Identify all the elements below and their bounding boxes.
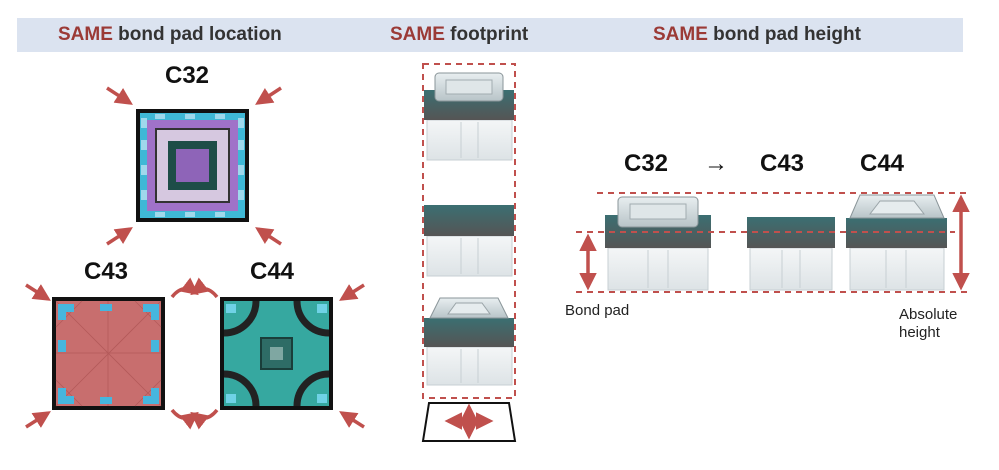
header-footprint: SAME footprint	[390, 24, 528, 46]
chip-label-c32: C32	[165, 62, 210, 89]
header-text: bond pad height	[707, 24, 861, 45]
c32-die-image	[136, 109, 249, 222]
header-keyword: SAME	[58, 24, 113, 45]
header-bond-pad-height: SAME bond pad height	[653, 24, 861, 46]
footprint-package-c43	[424, 205, 514, 277]
header-keyword: SAME	[653, 24, 708, 45]
footprint-package-c32	[424, 72, 514, 161]
height-label-c43: C43	[760, 150, 805, 177]
chip-label-c44: C44	[250, 258, 295, 285]
height-package-c44	[846, 194, 947, 291]
right-arrow-icon: →	[704, 150, 728, 177]
header-bond-pad-location: SAME bond pad location	[58, 24, 282, 46]
c44-die-image	[220, 297, 333, 410]
height-guide-lines	[576, 192, 970, 293]
header-keyword: SAME	[390, 24, 445, 45]
move-arrows-icon	[444, 403, 494, 440]
height-label-c32: C32	[624, 150, 669, 177]
chip-label-c43: C43	[84, 258, 129, 285]
header-text: bond pad location	[112, 24, 282, 45]
c43-die-image	[52, 297, 165, 410]
absolute-height-annotation-line1: Absolute	[899, 306, 958, 323]
header-text: footprint	[444, 24, 529, 45]
footprint-package-c44	[424, 297, 514, 386]
height-package-c32	[605, 196, 711, 291]
header-bar	[17, 18, 963, 52]
absolute-height-annotation-line2: height	[899, 324, 940, 341]
corner-arrows	[25, 86, 365, 430]
bond-pad-annotation: Bond pad	[565, 302, 630, 319]
height-arrows	[579, 194, 970, 291]
height-package-c43	[747, 217, 835, 291]
height-label-c44: C44	[860, 150, 905, 177]
